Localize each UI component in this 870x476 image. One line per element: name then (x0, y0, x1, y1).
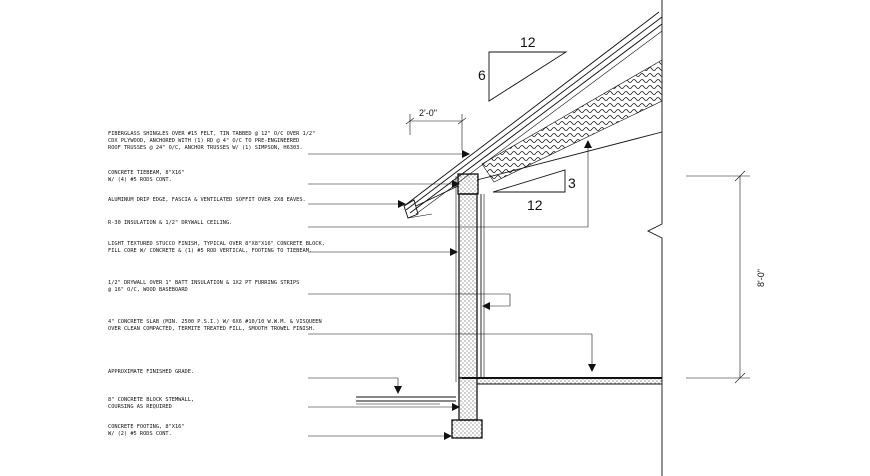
note-stemwall: 8" CONCRETE BLOCK STEMWALL, COURSING AS … (108, 397, 197, 410)
ceiling-rise-label: 3 (568, 175, 576, 191)
note-stucco-block: LIGHT TEXTURED STUCCO FINISH, TYPICAL OV… (108, 241, 328, 254)
overhang-dimension-label: 2'-0" (419, 108, 437, 118)
note-footing: CONCRETE FOOTING, 8"X16" W/ (2) #5 RODS … (108, 424, 188, 437)
note-finished-grade: APPROXIMATE FINISHED GRADE. (108, 369, 194, 375)
finished-grade (356, 396, 456, 405)
roof-rise-label: 6 (478, 67, 486, 83)
ceiling-pitch-symbol: 3 12 (492, 169, 576, 213)
roof-pitch-symbol: 12 6 (478, 34, 568, 102)
ceiling-run-label: 12 (527, 197, 543, 213)
note-drip-edge: ALUMINUM DRIP EDGE, FASCIA & VENTILATED … (108, 197, 306, 203)
wall-height-dimension: 8'-0" (686, 170, 766, 384)
exterior-wall (451, 173, 485, 439)
roof-run-label: 12 (520, 34, 536, 50)
note-tiebeam: CONCRETE TIEBEAM, 8"X16" W/ (4) #5 RODS … (108, 170, 188, 183)
construction-notes: FIBERGLASS SHINGLES OVER #15 FELT, TIN T… (108, 131, 328, 437)
leader-lines (308, 140, 596, 440)
break-line (646, 0, 663, 476)
note-slab: 4" CONCRETE SLAB (MIN. 2500 P.S.I.) W/ 6… (108, 319, 325, 332)
note-drywall: 1/2" DRYWALL OVER 1" BATT INSULATION & 1… (108, 280, 303, 293)
wall-height-dimension-label: 8'-0" (756, 269, 766, 287)
note-ceiling-insulation: R-30 INSULATION & 1/2" DRYWALL CEILING. (108, 220, 232, 226)
overhang-dimension: 2'-0" (405, 108, 467, 150)
note-shingles: FIBERGLASS SHINGLES OVER #15 FELT, TIN T… (108, 131, 319, 151)
floor-slab (462, 377, 662, 385)
